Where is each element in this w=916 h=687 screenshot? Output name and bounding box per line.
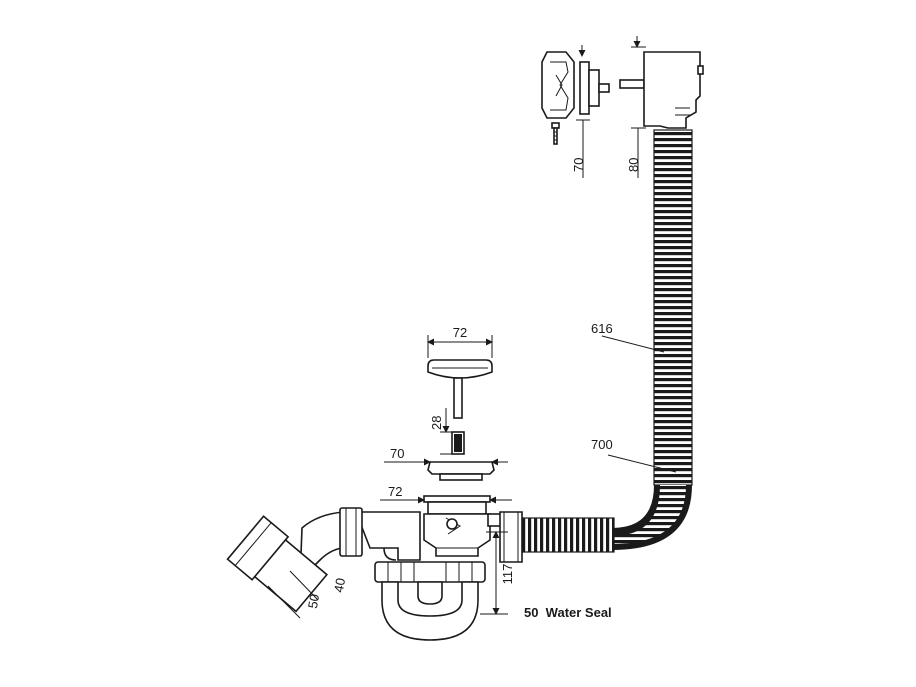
overflow-faceplate	[579, 61, 610, 115]
hose-label-700: 700	[591, 437, 677, 473]
dimension-body-height: 80	[626, 36, 646, 178]
dimension-outlet-50: 50	[267, 585, 322, 619]
overflow-screw	[551, 122, 560, 145]
dim-grate-width-label: 70	[390, 446, 404, 461]
hose-label-616: 616	[591, 321, 665, 353]
trap-bowl	[381, 581, 479, 641]
waste-flange	[423, 495, 491, 515]
dim-outlet-50-label: 50	[305, 593, 322, 610]
dimension-cap-height: 70	[571, 45, 590, 178]
outlet-pipe	[226, 515, 329, 613]
dimension-outlet-40: 40	[289, 570, 348, 601]
dim-stem-length-label: 28	[429, 416, 444, 430]
dim-outlet-40-label: 40	[331, 577, 348, 594]
dimension-plug-width: 72	[427, 325, 493, 358]
spring-insert	[451, 431, 465, 455]
trap-inlet	[354, 511, 421, 561]
dim-body-height-label: 80	[626, 158, 641, 172]
dim-trap-height-label: 117	[500, 564, 515, 585]
waste-body	[423, 513, 491, 557]
overflow-cap	[541, 51, 575, 119]
overflow-connector-nut	[487, 511, 523, 563]
dim-hose-616: 616	[591, 321, 613, 336]
plug-cap	[427, 359, 493, 419]
dim-cap-height-label: 70	[571, 158, 586, 172]
dim-hose-700: 700	[591, 437, 613, 452]
dim-waste-width-label: 72	[388, 484, 402, 499]
dimension-grate-width: 70	[384, 446, 508, 466]
dimension-waste-width: 72	[380, 484, 512, 504]
dimension-stem-length: 28	[429, 408, 452, 455]
water-seal-label: 50 Water Seal	[524, 605, 612, 620]
trap-top-nut	[374, 561, 486, 583]
overflow-body	[619, 51, 704, 129]
dim-plug-width-label: 72	[453, 325, 467, 340]
flexible-hose	[519, 129, 693, 553]
dimension-trap-height: 117	[480, 531, 515, 615]
grate	[427, 461, 495, 481]
